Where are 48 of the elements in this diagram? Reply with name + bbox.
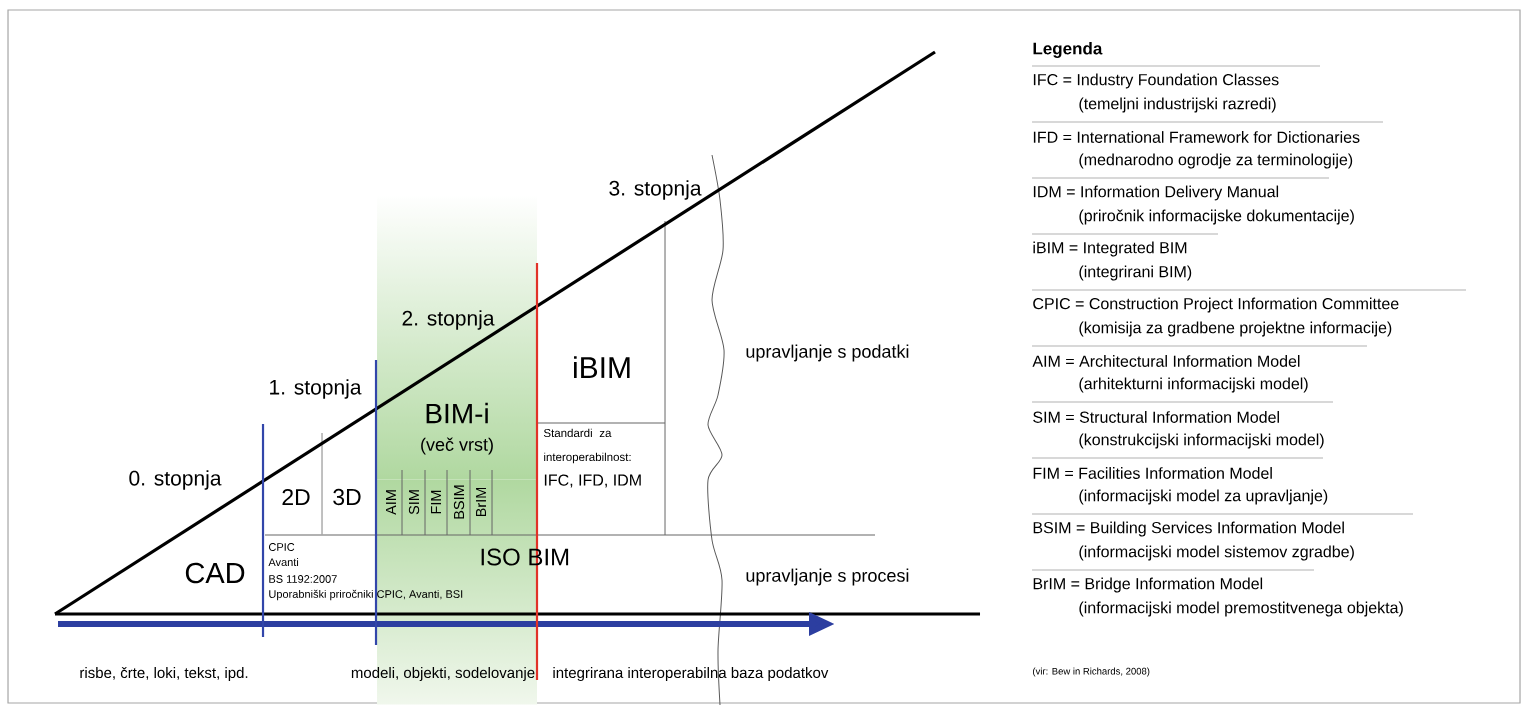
model-label: BSIM	[453, 485, 465, 519]
legend-heading: Legenda	[1033, 42, 1103, 58]
area-label: iBIM	[574, 356, 630, 378]
area-label: upravljanje s podatki	[746, 344, 909, 362]
source-note: (vir: Bew in Richards, 2008)	[1033, 667, 1150, 677]
model-label: FIM	[431, 490, 441, 514]
legend-entry: (informacijski model sistemov zgradbe)	[1079, 545, 1354, 561]
standards-text: IFC, IFD, IDM	[544, 474, 641, 488]
note-text: Standardi za interoperabilnost:	[543, 428, 631, 464]
legend-entry: SIM = Structural Information Model	[1033, 411, 1279, 423]
area-label: CAD	[185, 562, 245, 584]
legend-entry: (komisija za gradbene projektne informacije)	[1079, 321, 1392, 337]
legend-entry: (arhitekturni informacijski model)	[1079, 377, 1308, 393]
note-text: Uporabniški priročniki CPIC, Avanti, BSI	[269, 589, 463, 601]
axis-caption: integrirana interoperabilna baza podatkov	[553, 667, 829, 681]
legend-entry: IFC = Industry Foundation Classes	[1033, 73, 1279, 89]
stage-label: 0. stopnja	[129, 470, 222, 490]
axis-caption: risbe, črte, loki, tekst, ipd.	[80, 667, 248, 681]
legend-entry: FIM = Facilities Information Model	[1033, 467, 1272, 479]
area-label: upravljanje s procesi	[746, 568, 909, 586]
stage-label: 3. stopnja	[609, 180, 702, 200]
area-label: 3D	[333, 488, 361, 506]
axis-caption: modeli, objekti, sodelovanje	[351, 667, 535, 681]
legend-entry: (konstrukcijski informacijski model)	[1079, 433, 1324, 449]
note-text: CPIC	[269, 543, 295, 551]
legend-entry: iBIM = Integrated BIM	[1033, 241, 1187, 257]
area-label: (več vrst)	[421, 437, 493, 455]
model-label: BrIM	[476, 487, 486, 517]
note-text: Avanti	[268, 557, 299, 567]
legend-entry: (informacijski model premostitvenega objekta)	[1079, 601, 1403, 617]
stage-label: 1. stopnja	[270, 379, 362, 399]
model-label: SIM	[408, 490, 420, 515]
note-text: BS 1192:2007	[269, 575, 337, 583]
legend-entry: AIM = Architectural Information Model	[1032, 355, 1300, 367]
stage-label: 2. stopnja	[402, 310, 495, 330]
legend-entry: (temeljni industrijski razredi)	[1079, 97, 1276, 113]
legend-entry: IFD = International Framework for Dictionaries	[1033, 131, 1360, 143]
legend-entry: IDM = Information Delivery Manual	[1033, 185, 1279, 201]
area-label: BIM-i	[426, 402, 488, 424]
legend-entry: (informacijski model za upravljanje)	[1079, 489, 1328, 505]
legend-entry: BSIM = Building Services Information Model	[1033, 521, 1344, 537]
legend-entry: BrIM = Bridge Information Model	[1033, 577, 1263, 593]
area-label: 2D	[282, 489, 310, 506]
model-label: AIM	[386, 490, 396, 515]
legend-entry: CPIC = Construction Project Information Committee	[1033, 297, 1399, 313]
legend-entry: (mednarodno ogrodje za terminologije)	[1079, 153, 1353, 169]
legend-entry: (priročnik informacijske dokumentacije)	[1079, 209, 1354, 225]
legend-entry: (integrirani BIM)	[1079, 265, 1192, 281]
